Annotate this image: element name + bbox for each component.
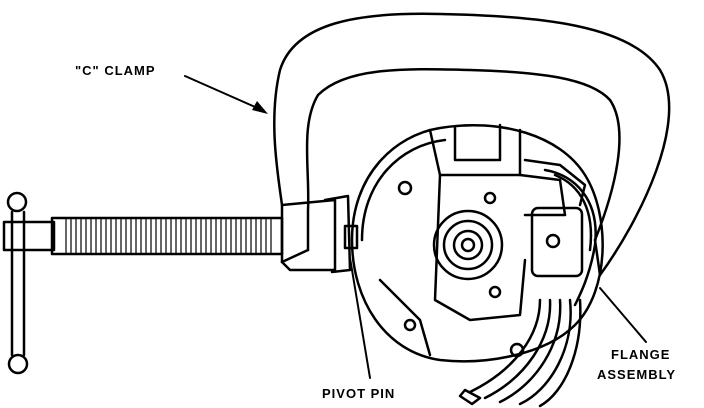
c-clamp-frame [273, 12, 671, 277]
leader-lines [184, 75, 647, 379]
c-clamp-label: "C" CLAMP [75, 63, 156, 78]
flange-label-line1: FLANGE [611, 347, 671, 362]
clamp-screw [2, 191, 284, 375]
pivot-pin-label: PIVOT PIN [322, 386, 396, 401]
flange-assembly [350, 123, 604, 363]
pivot-pin [343, 224, 359, 250]
clamp-arrowhead [252, 101, 268, 114]
flange-label-line2: ASSEMBLY [597, 367, 677, 382]
wire-bundle [458, 298, 582, 408]
